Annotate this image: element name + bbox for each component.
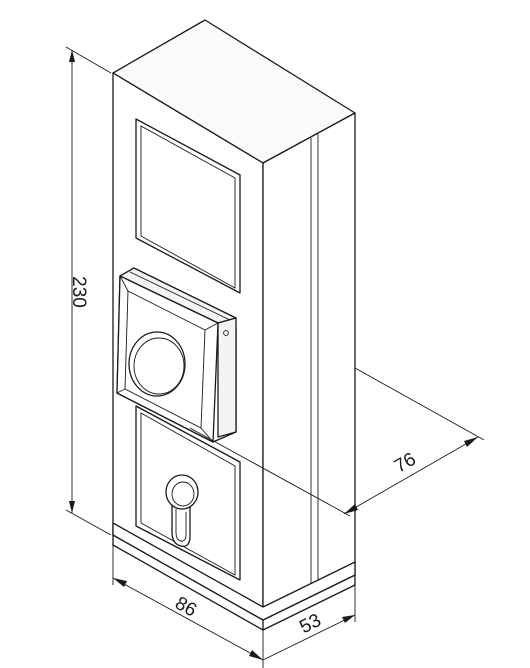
base-plate-edge — [262, 584, 356, 631]
arrow-head — [113, 578, 127, 587]
extension-line — [65, 46, 112, 74]
reader-bevel-line — [129, 271, 233, 322]
arrow-head — [344, 504, 358, 514]
indicator-led — [223, 330, 229, 336]
base-plate-edge — [112, 544, 264, 631]
mounting-base-plate — [112, 522, 356, 631]
panel-inner — [140, 125, 236, 289]
arrow-head — [249, 650, 263, 660]
reader-module — [116, 267, 237, 443]
cylinder-lock — [165, 474, 199, 547]
bevel-corner-line — [119, 275, 129, 292]
reader-side-bevel — [217, 317, 237, 438]
dimension-line — [112, 577, 264, 661]
arrow-head — [464, 437, 478, 447]
height-dimension: 230 — [65, 46, 112, 536]
lock-panel-inner — [140, 412, 236, 576]
depth-value: 53 — [296, 610, 324, 638]
dimension-line — [262, 614, 356, 661]
reader-lens-inner — [133, 337, 185, 395]
bevel-corner-line — [116, 388, 126, 394]
housing-side-face — [262, 112, 356, 621]
reader-bevel-line — [133, 267, 237, 319]
lock-keyway-slot — [175, 509, 187, 542]
top-display-panel — [135, 118, 241, 294]
lock-cylinder-ring — [171, 481, 195, 507]
extension-line — [354, 367, 485, 441]
arrow-head — [69, 501, 75, 513]
reader-lens — [128, 331, 186, 397]
extension-line — [189, 427, 351, 517]
width-value: 86 — [171, 593, 200, 622]
lock-panel — [135, 405, 241, 581]
dimension-line — [343, 436, 479, 515]
bevel-corner-line — [204, 322, 219, 331]
height-value: 230 — [68, 276, 89, 308]
lock-cylinder-face — [165, 474, 199, 510]
extension-line — [65, 509, 112, 536]
panel-outer — [135, 118, 241, 294]
arrow-head — [342, 615, 355, 623]
arrow-head — [69, 50, 75, 62]
